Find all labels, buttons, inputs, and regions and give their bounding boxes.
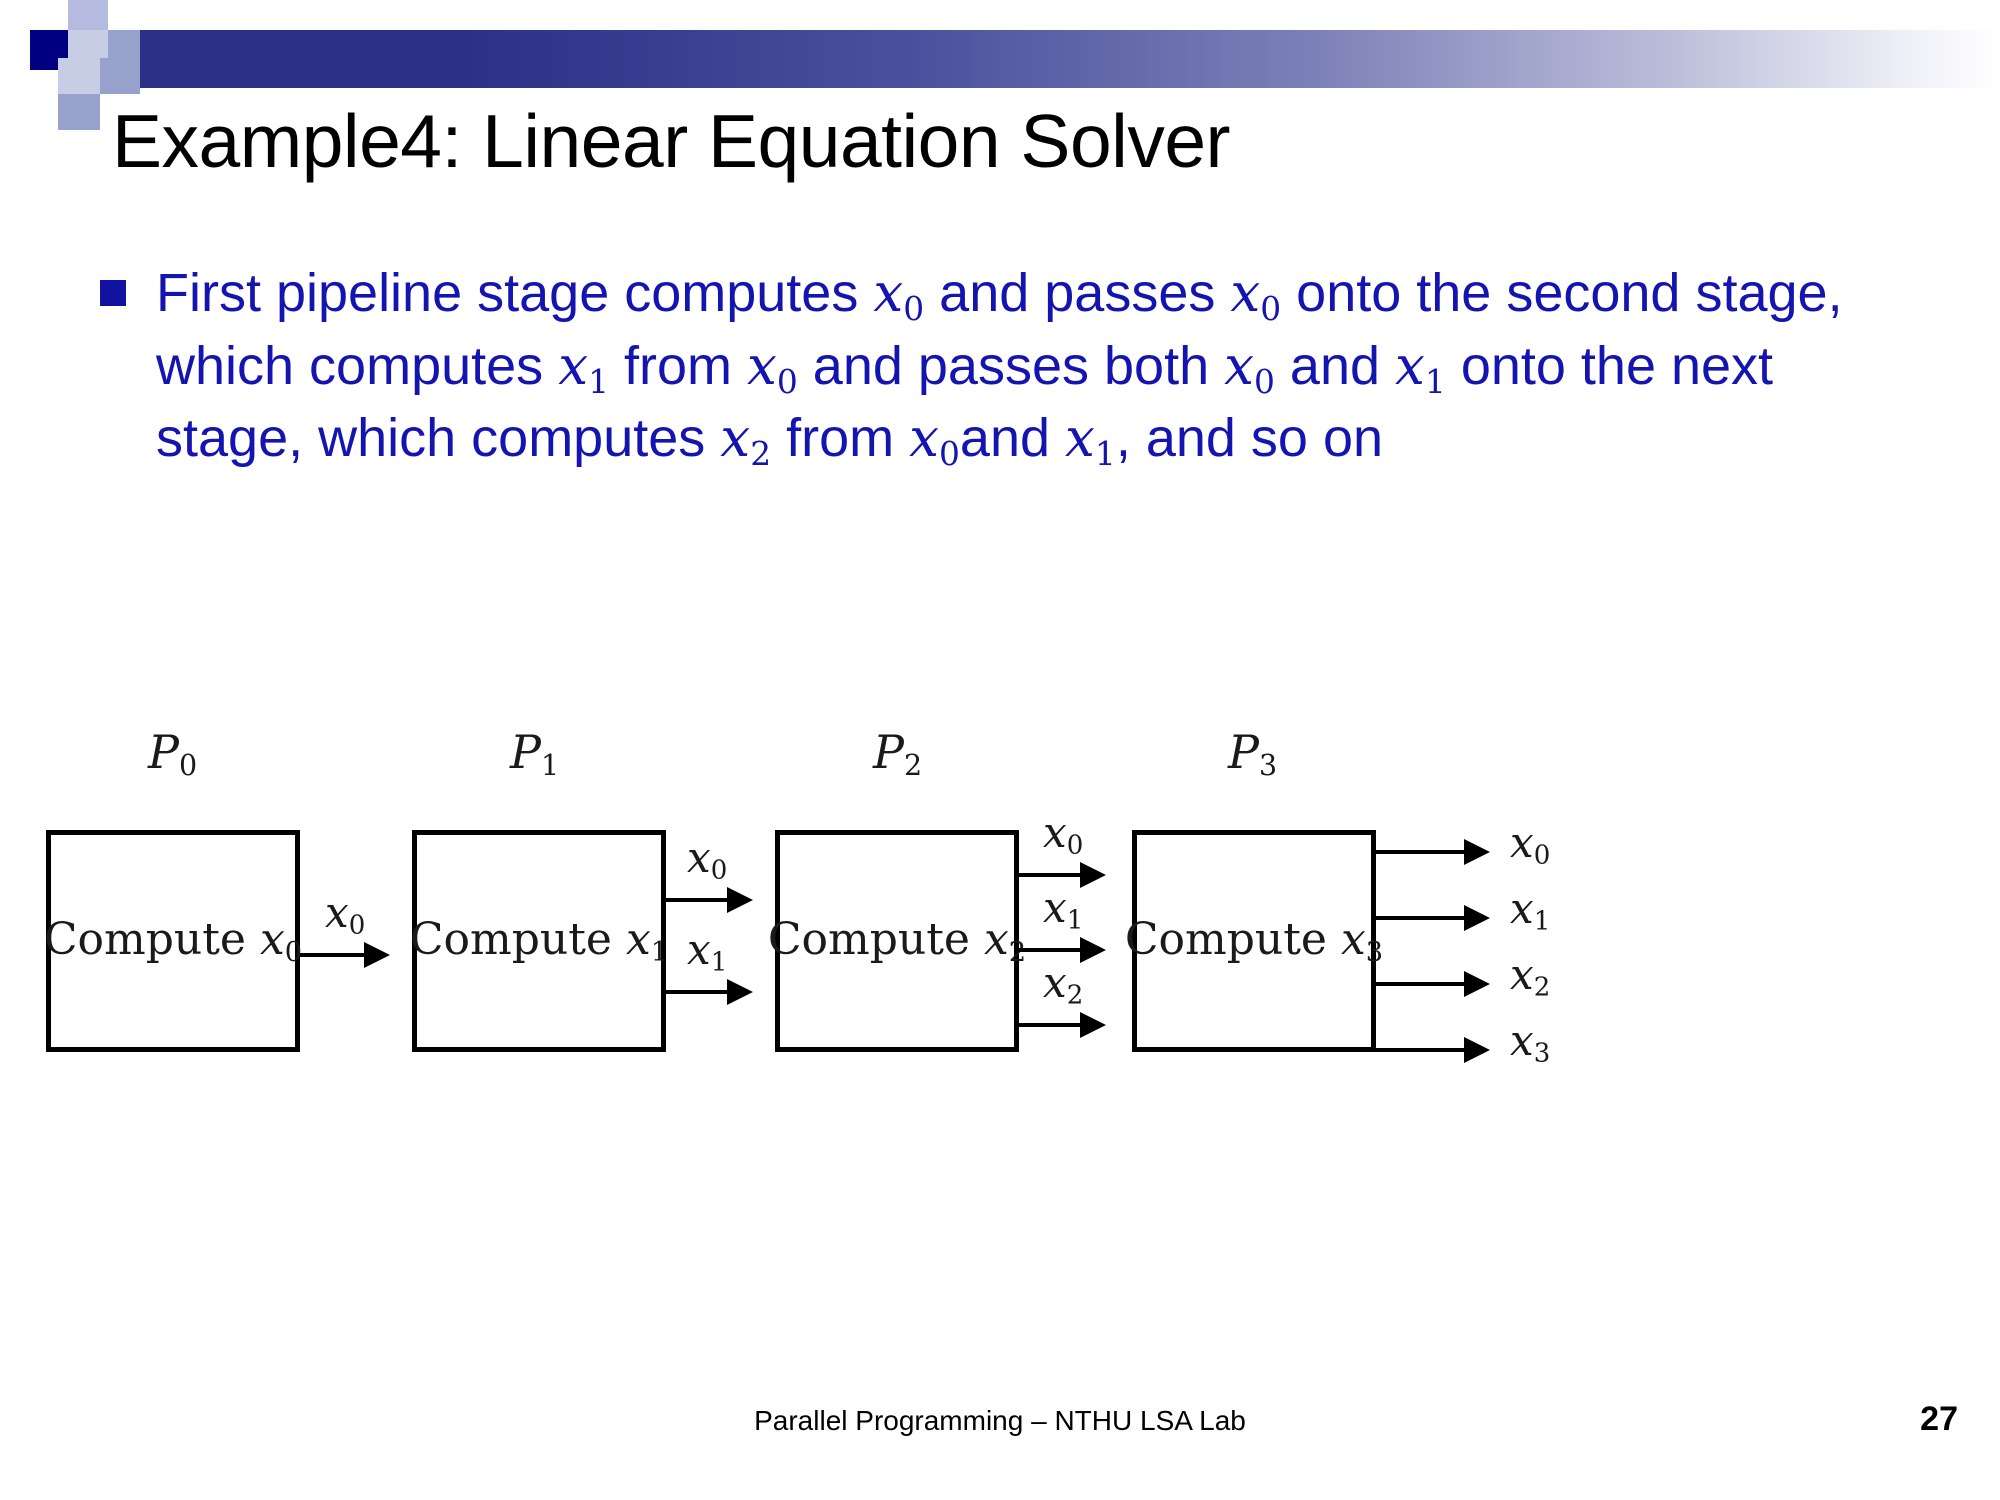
stage-box-p0: Compute x0 bbox=[43, 830, 303, 1052]
processor-label-p2: P2 bbox=[873, 725, 923, 783]
stage-box-label-p1: Compute x1 bbox=[409, 914, 669, 968]
page-title: Example4: Linear Equation Solver bbox=[112, 99, 1231, 183]
output-label-x0: x0 bbox=[1510, 818, 1551, 871]
decor-square-lightblue-2 bbox=[108, 0, 113, 30]
output-arrow-x0 bbox=[1376, 839, 1490, 865]
edge-arrow-p1-p2-x1 bbox=[666, 979, 753, 1005]
body-content: First pipeline stage computes x0 and pas… bbox=[100, 258, 1920, 476]
header-decoration bbox=[0, 0, 2000, 130]
decor-square-white-gap bbox=[0, 0, 30, 130]
math-variable: x1 bbox=[1065, 408, 1116, 474]
math-variable: x1 bbox=[1395, 335, 1446, 401]
edge-label-p1-p2-x1: x1 bbox=[687, 925, 728, 978]
edge-arrow-p2-p3-x0 bbox=[1019, 862, 1106, 888]
math-variable: x2 bbox=[720, 408, 772, 474]
bullet-text: First pipeline stage computes x0 and pas… bbox=[156, 263, 1843, 474]
stage-box-label-p3: Compute x3 bbox=[1124, 914, 1384, 968]
stage-box-p3: Compute x3 bbox=[1125, 830, 1383, 1052]
edge-arrow-p2-p3-x2 bbox=[1019, 1012, 1106, 1038]
page-number: 27 bbox=[1920, 1400, 1958, 1438]
pipeline-diagram: P0 P1 P2 P3 Compute x0 Compute x1 Comput… bbox=[0, 725, 2000, 1180]
footer-text: Parallel Programming – NTHU LSA Lab bbox=[754, 1405, 1246, 1436]
math-variable: x0 bbox=[1230, 263, 1282, 329]
edge-arrow-p1-p2-x0 bbox=[666, 887, 753, 913]
output-label-x1: x1 bbox=[1510, 884, 1551, 937]
edge-label-p2-p3-x2: x2 bbox=[1043, 958, 1084, 1011]
stage-box-p1: Compute x1 bbox=[409, 830, 669, 1052]
bullet-item: First pipeline stage computes x0 and pas… bbox=[100, 258, 1920, 476]
decor-square-lightblue-1 bbox=[68, 0, 108, 30]
output-label-x3: x3 bbox=[1510, 1016, 1551, 1069]
decor-square-mid-3 bbox=[58, 94, 100, 130]
edge-label-p2-p3-x1: x1 bbox=[1043, 883, 1084, 936]
square-bullet-icon bbox=[100, 280, 132, 306]
edge-label-p1-p2-x0: x0 bbox=[687, 833, 728, 886]
output-label-x2: x2 bbox=[1510, 950, 1551, 1003]
processor-label-p3: P3 bbox=[1228, 725, 1278, 783]
decor-square-pale-2 bbox=[58, 58, 100, 94]
edge-label-p0-p1-x0: x0 bbox=[325, 888, 366, 941]
math-variable: x0 bbox=[909, 408, 960, 474]
decor-square-pale-1 bbox=[68, 30, 108, 58]
processor-label-p0: P0 bbox=[148, 725, 198, 783]
math-variable: x0 bbox=[747, 335, 798, 401]
output-arrow-x3 bbox=[1376, 1037, 1490, 1063]
stage-box-label-p0: Compute x0 bbox=[43, 914, 303, 968]
output-arrow-x1 bbox=[1376, 905, 1490, 931]
decor-square-mid-2 bbox=[100, 58, 140, 94]
edge-arrow-p2-p3-x1 bbox=[1019, 937, 1106, 963]
decor-square-mid-1 bbox=[108, 30, 140, 58]
header-gradient-bar bbox=[110, 30, 2000, 88]
edge-label-p2-p3-x0: x0 bbox=[1043, 808, 1084, 861]
math-variable: x0 bbox=[873, 263, 925, 329]
stage-box-label-p2: Compute x2 bbox=[767, 914, 1027, 968]
output-arrow-x2 bbox=[1376, 971, 1490, 997]
processor-label-p1: P1 bbox=[510, 725, 560, 783]
edge-arrow-p0-p1-x0 bbox=[300, 942, 390, 968]
math-variable: x0 bbox=[1224, 335, 1275, 401]
stage-box-p2: Compute x2 bbox=[768, 830, 1026, 1052]
math-variable: x1 bbox=[558, 335, 609, 401]
